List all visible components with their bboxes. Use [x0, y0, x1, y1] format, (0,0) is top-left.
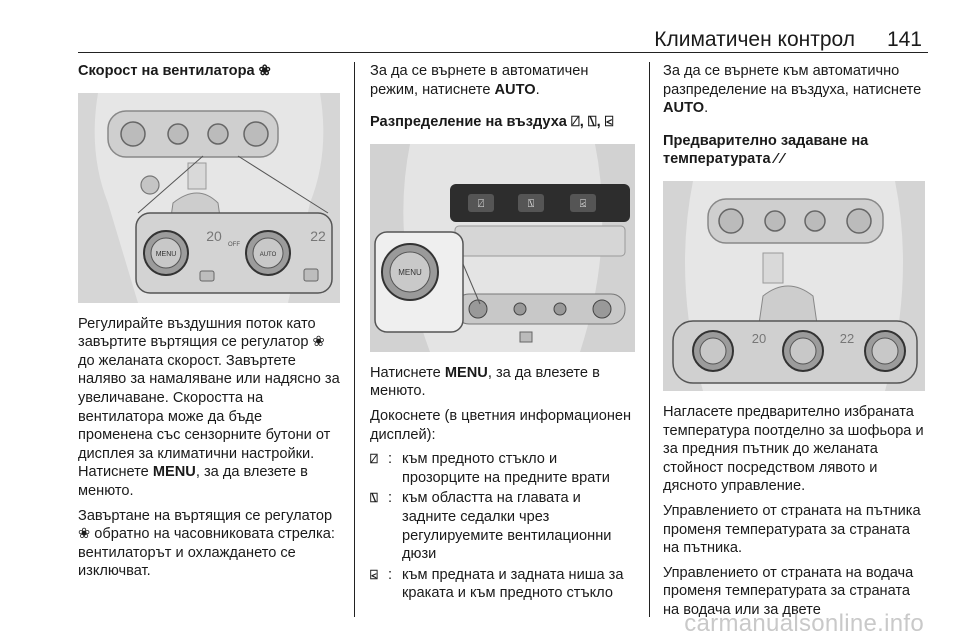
temp-left-label: 20 [206, 228, 222, 244]
list-item: ⍃ : към предната и задната ниша за крака… [370, 566, 624, 602]
column-fan-speed: Скорост на вентилатора ❀ MENU 20 OFF AUT… [78, 62, 340, 587]
watermark: carmanualsonline.info [684, 610, 924, 637]
header-divider [78, 52, 928, 53]
temp-left-label-2: 20 [752, 331, 766, 346]
section-heading-fan-speed: Скорост на вентилатора ❀ [78, 63, 271, 79]
distribution-list: ⍁ : към предното стъкло и прозорците на … [370, 450, 635, 603]
page-header: Климатичен контрол 141 [0, 20, 960, 60]
temperature-paragraph-2: Управлението от страната на пътника пром… [663, 502, 921, 557]
menu-label: MENU [156, 251, 177, 258]
section-heading-temperature: Предварително задаване на температурата … [663, 132, 869, 168]
auto-label: AUTO [260, 252, 277, 258]
menu-label-2: MENU [398, 268, 422, 277]
touch-paragraph: Докоснете (в цветния информационен диспл… [370, 407, 632, 443]
temperature-paragraph-1: Нагласете предварително избраната темпер… [663, 403, 924, 495]
fan-control-image: MENU 20 OFF AUTO 22 [78, 92, 340, 303]
fan-speed-paragraph-2: Завъртане на въртящия се регулатор ❀ обр… [78, 507, 335, 580]
air-distribution-image: ⍁ ⍂ ⍃ MENU [370, 143, 635, 352]
fan-speed-paragraph-1: Регулирайте въздушния поток като завърти… [78, 315, 340, 499]
auto-keyword-2: AUTO [663, 100, 705, 117]
temperature-paragraph-3: Управлението от страната на водача проме… [663, 564, 914, 618]
svg-text:⍃: ⍃ [580, 197, 587, 210]
svg-text:⍁: ⍁ [478, 197, 485, 210]
menu-keyword-2: MENU [444, 364, 488, 381]
head-airflow-icon: ⍂ [370, 490, 378, 506]
temp-right-label: 22 [310, 228, 326, 244]
auto-mode-paragraph: За да се върнете в автоматичен режим, на… [370, 63, 589, 98]
menu-paragraph: Натиснете MENU, за да влезете в менюто. [370, 364, 600, 400]
column-divider-2 [649, 62, 650, 617]
column-air-distribution: За да се върнете в автоматичен режим, на… [370, 62, 635, 605]
column-divider-1 [354, 62, 355, 617]
menu-keyword: MENU [152, 464, 196, 481]
temperature-control-image: 20 22 [663, 180, 925, 391]
windscreen-airflow-icon: ⍁ [370, 451, 378, 467]
page-number: 141 [886, 28, 922, 51]
temp-right-label-2: 22 [840, 331, 854, 346]
list-item: ⍁ : към предното стъкло и прозорците на … [370, 451, 610, 486]
auto-distribution-paragraph: За да се върнете към автоматично разпред… [663, 63, 922, 117]
off-label: OFF [228, 242, 240, 248]
svg-text:⍂: ⍂ [528, 197, 535, 210]
list-item: ⍂ : към областта на главата и задните се… [370, 490, 612, 563]
section-heading-air-distribution: Разпределение на въздуха ⍁, ⍂, ⍃ [370, 114, 614, 131]
auto-keyword: AUTO [494, 81, 536, 98]
column-temperature: За да се върнете към автоматично разпред… [663, 62, 928, 626]
footwell-airflow-icon: ⍃ [370, 566, 378, 582]
chapter-title: Климатичен контрол [654, 28, 855, 51]
